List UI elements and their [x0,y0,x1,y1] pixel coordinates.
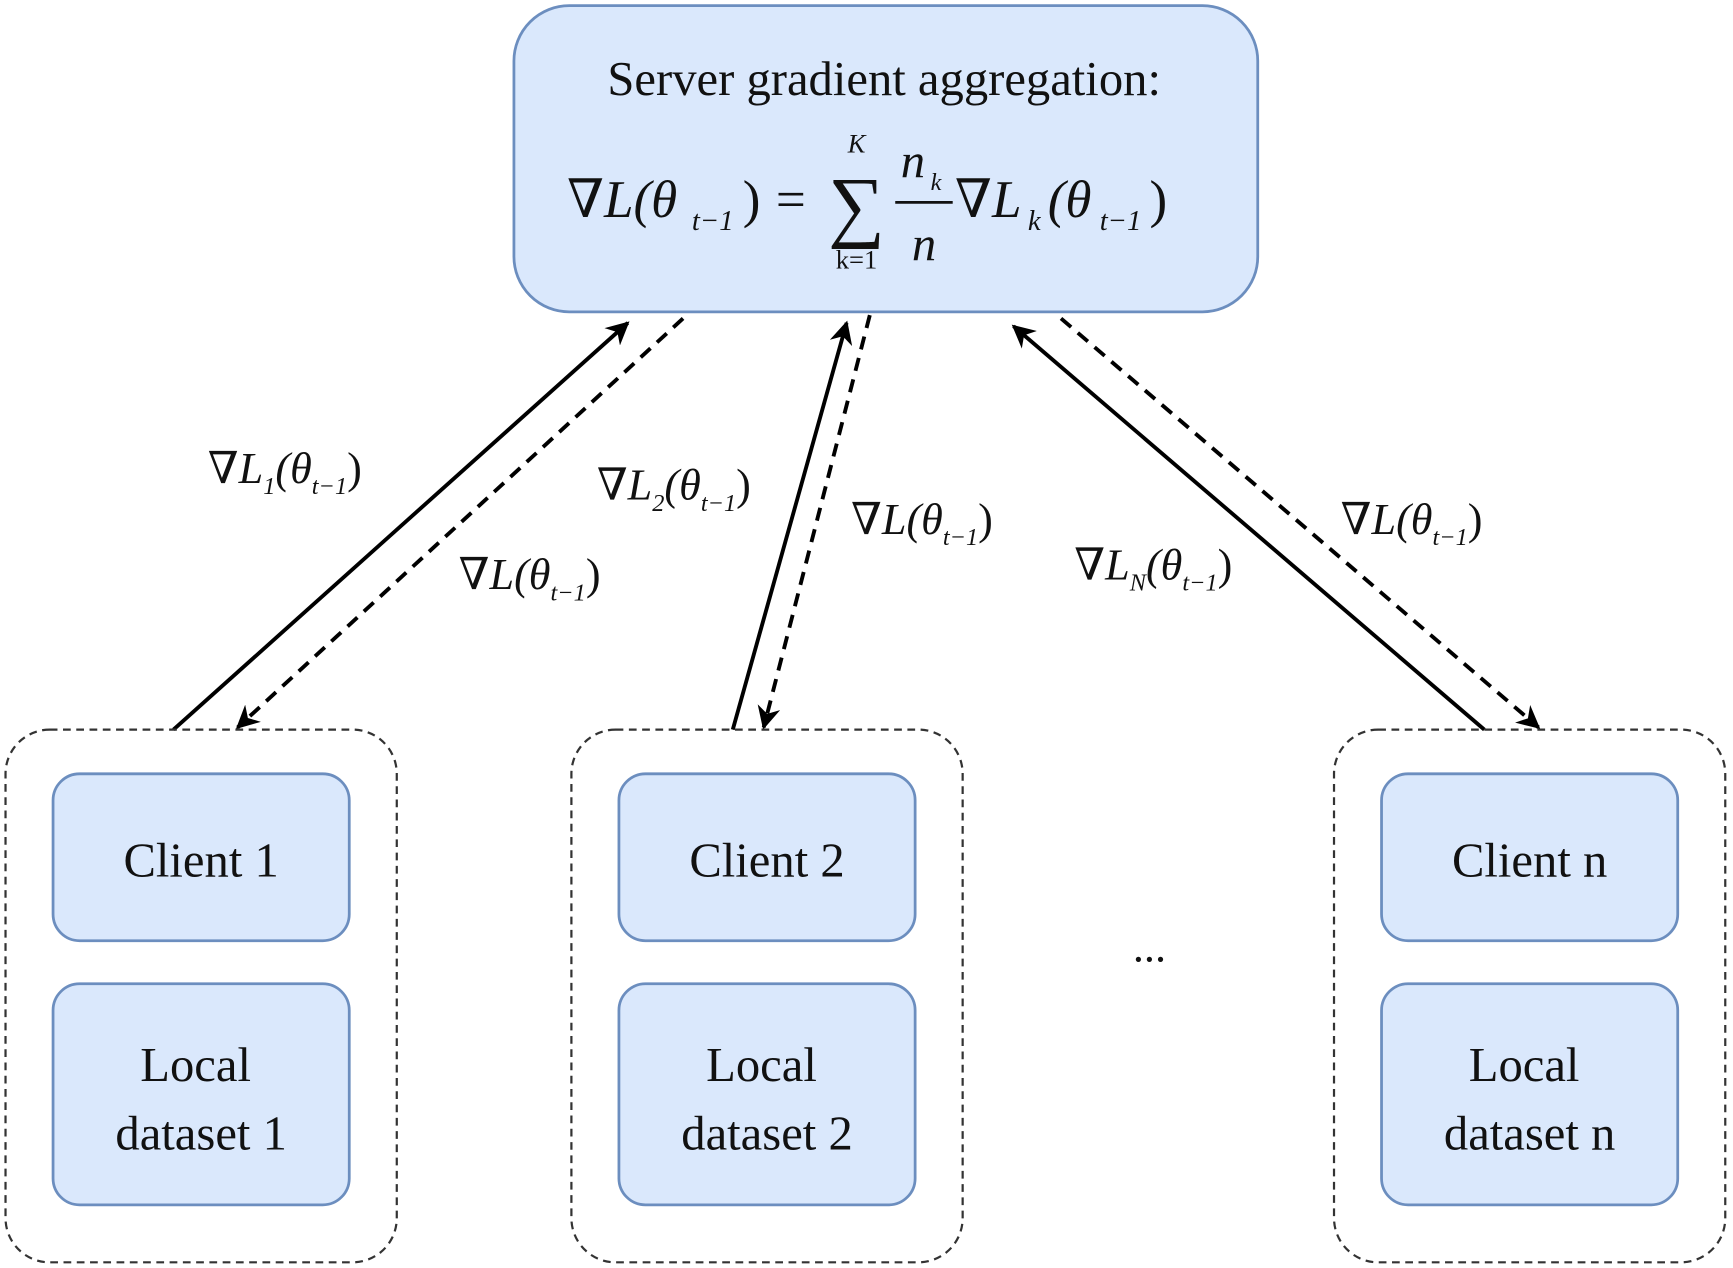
gradient-label-close: ) [1468,495,1483,544]
formula-equals: = [776,171,806,229]
gradient-label-arg: (θ [1146,540,1182,589]
formula-sum: ∑ [828,162,885,250]
gradient-label-argsub: t−1 [701,490,736,517]
client-box[interactable]: Client n [1380,772,1680,943]
gradient-label-close: ) [736,461,751,510]
dataset-label-line2: dataset 1 [115,1107,286,1161]
formula-lhs-close: ) [743,171,761,229]
formula-sum-upper: K [847,129,867,159]
gradient-label-arg: (θ [275,444,311,493]
formula-rhs-close: ) [1149,171,1167,229]
gradient-label: ∇L1(θt−1) [208,444,362,500]
ellipsis: ... [1133,923,1166,972]
dataset-label-line2: dataset n [1444,1107,1615,1161]
client-label: Client 1 [123,834,278,888]
formula-frac-den: n [912,217,936,271]
formula-frac-num-sub: k [931,169,943,196]
gradient-label-close: ) [586,550,601,599]
upload-arrow-client-2 [730,320,853,731]
gradient-label-argsub: t−1 [551,579,586,606]
gradient-label-sub: 1 [263,473,275,500]
client-group-1: Client 1 Local dataset 1 [4,728,398,1264]
formula-rhs-arg: (θ [1048,171,1092,229]
gradient-label-close: ) [1218,540,1233,589]
formula-rhs-arg-sub: t−1 [1100,205,1142,237]
gradient-label: ∇L(θt−1) [459,550,601,606]
gradient-label-arg: (θ [906,495,942,544]
gradient-label-main: ∇L [1341,495,1396,544]
server-title: Server gradient aggregation: [607,52,1161,106]
formula-lhs: ∇L(θ [567,171,677,229]
gradient-label-argsub: t−1 [943,524,978,551]
formula-rhs-sub: k [1028,205,1042,237]
gradient-label-main: ∇L [851,495,906,544]
formula-lhs-sub: t−1 [692,205,734,237]
local-dataset-box[interactable]: Local dataset n [1380,982,1680,1207]
client-box[interactable]: Client 1 [51,772,351,943]
local-dataset-box[interactable]: Local dataset 1 [51,982,351,1207]
gradient-label-main: ∇L [208,444,263,493]
local-dataset-box[interactable]: Local dataset 2 [617,982,917,1207]
client-group-3: Client n Local dataset n [1332,728,1727,1264]
client-label: Client n [1452,834,1607,888]
gradient-label-argsub: t−1 [312,473,347,500]
dataset-label-line1: Local [706,1038,817,1092]
dataset-label-line1: Local [1469,1038,1580,1092]
gradient-label-main: ∇L [459,550,514,599]
download-arrow-client-1 [235,317,685,729]
formula-rhs: ∇L [955,171,1022,229]
dataset-label-line1: Local [140,1038,251,1092]
upload-arrow-client-n [1011,324,1486,732]
gradient-label: ∇LN(θt−1) [1074,540,1232,596]
download-arrow-client-2 [757,314,872,730]
gradient-label-sub: N [1129,569,1148,596]
gradient-label-arg: (θ [514,550,550,599]
upload-arrow-client-1 [172,321,630,732]
download-arrow-client-n [1059,316,1541,729]
gradient-label-close: ) [978,495,993,544]
gradient-label-close: ) [347,444,362,493]
client-label: Client 2 [689,834,844,888]
gradient-label-argsub: t−1 [1433,524,1468,551]
gradient-label: ∇L2(θt−1) [597,461,751,517]
server-aggregation-box: Server gradient aggregation: ∇L(θ t−1 ) … [512,4,1260,314]
gradient-label: ∇L(θt−1) [851,495,993,551]
aggregation-formula: ∇L(θ t−1 ) = ∑ K k=1 n k n ∇L k (θ t−1 ) [567,129,1167,275]
gradient-label: ∇L(θt−1) [1341,495,1483,551]
formula-sum-lower: k=1 [836,245,877,275]
gradient-label-arg: (θ [1396,495,1432,544]
formula-frac-num: n [901,134,925,188]
client-group-2: Client 2 Local dataset 2 [570,728,964,1264]
client-box[interactable]: Client 2 [617,772,917,943]
dataset-label-line2: dataset 2 [681,1107,852,1161]
gradient-label-main: ∇L [1074,540,1129,589]
gradient-label-sub: 2 [652,490,664,517]
gradient-label-argsub: t−1 [1182,569,1217,596]
gradient-label-main: ∇L [597,461,652,510]
gradient-label-arg: (θ [664,461,700,510]
